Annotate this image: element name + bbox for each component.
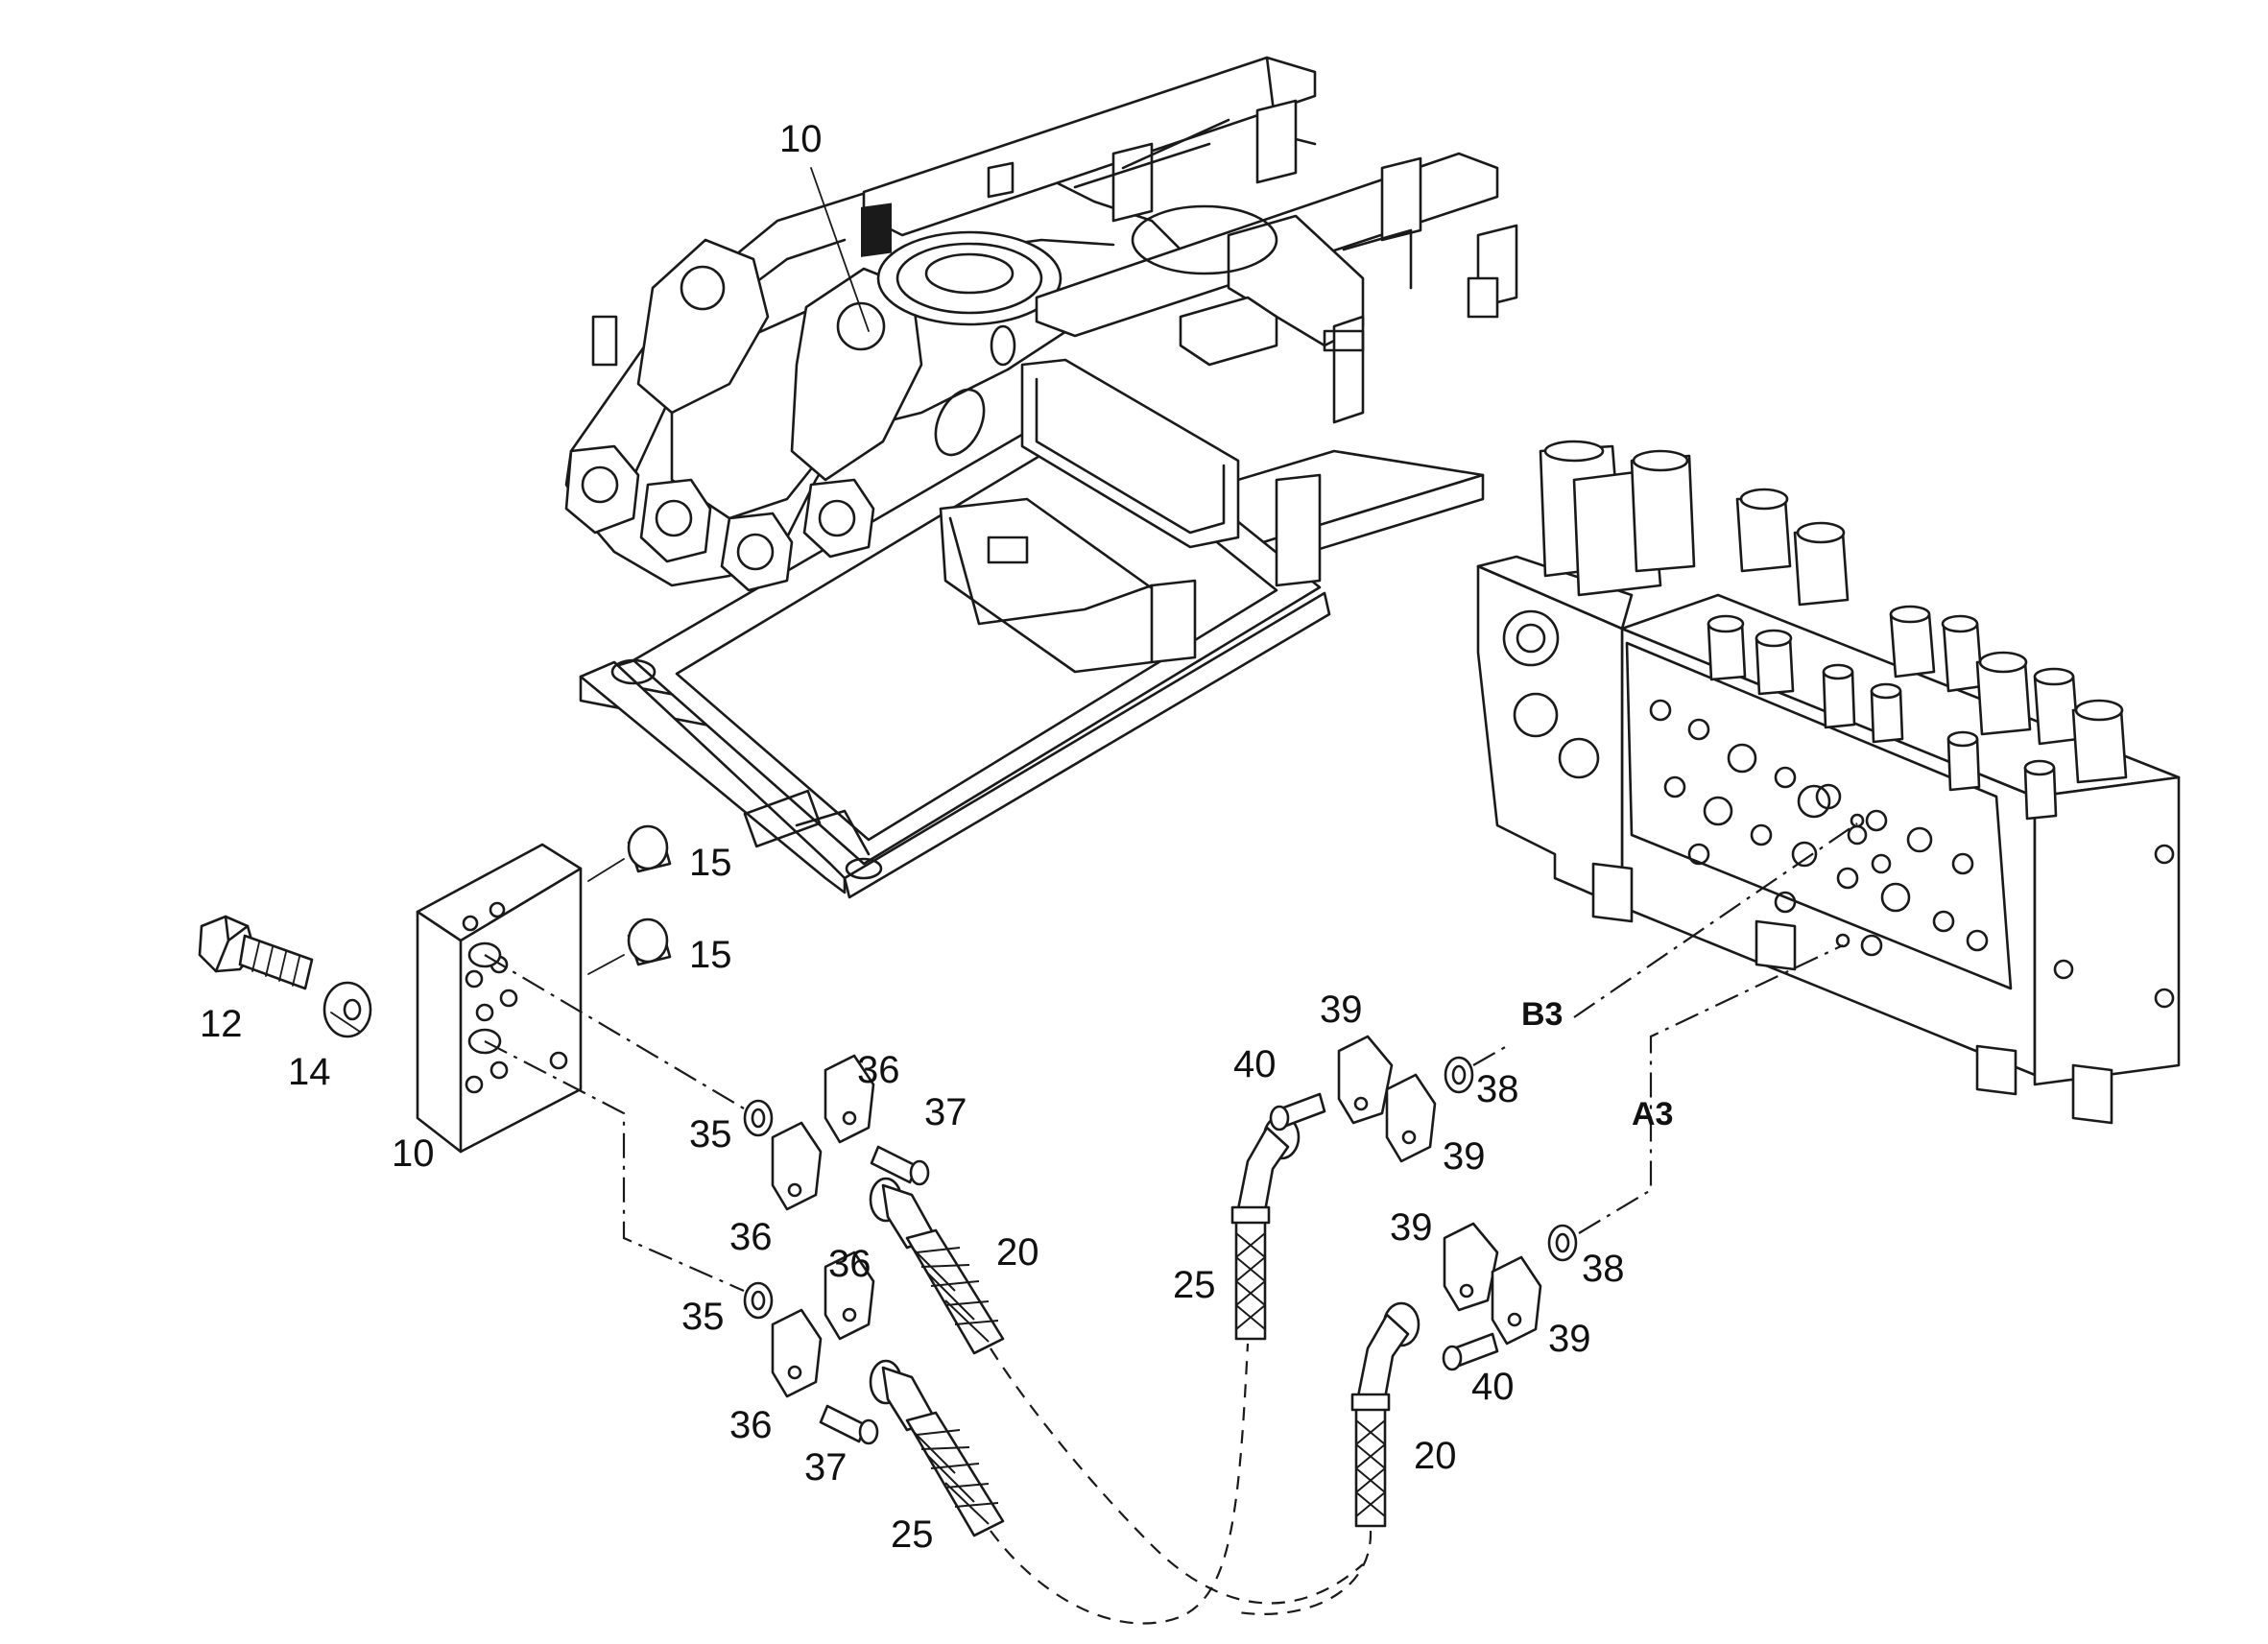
callout-15-b: 15 [689, 934, 732, 976]
assembly-lines [330, 167, 1858, 1293]
label-plate-marker [861, 203, 892, 257]
hose-20-right [1237, 1301, 1420, 1615]
callout-labels: 10 10 12 14 15 15 20 20 25 25 35 35 36 3… [200, 118, 1673, 1556]
callout-36-d: 36 [729, 1404, 773, 1446]
flange-halves-36 [771, 1054, 875, 1398]
callout-25-a: 25 [1173, 1264, 1216, 1306]
callout-36-c: 36 [828, 1243, 871, 1285]
callout-39-d: 39 [1548, 1318, 1591, 1360]
callout-10-block: 10 [392, 1132, 435, 1175]
hose-25-left [869, 1343, 1250, 1625]
callout-38-b: 38 [1582, 1248, 1625, 1290]
cap-screws-40 [1269, 1092, 1499, 1371]
hose-25-right [1230, 1114, 1301, 1341]
callout-12: 12 [200, 1003, 243, 1045]
callout-35-a: 35 [689, 1113, 732, 1156]
control-valve-block [1476, 440, 2181, 1125]
callout-15-a: 15 [689, 842, 732, 884]
flange-halves-39 [1337, 1035, 1542, 1346]
plugs [627, 824, 672, 966]
valve-cap-nuts [1707, 488, 2128, 821]
callout-39-b: 39 [1443, 1135, 1486, 1178]
callout-14: 14 [288, 1051, 331, 1093]
callout-40-a: 40 [1233, 1043, 1277, 1085]
callout-20-a: 20 [996, 1231, 1039, 1274]
mounting-block [416, 843, 583, 1154]
callout-39-c: 39 [1390, 1206, 1433, 1249]
cap-screws-37 [819, 1145, 930, 1445]
hex-bolt [198, 915, 314, 990]
callout-10-top: 10 [779, 118, 823, 160]
callout-40-b: 40 [1471, 1366, 1515, 1408]
washer [322, 981, 372, 1038]
o-rings-35 [743, 1099, 774, 1320]
port-label-a3: A3 [1632, 1096, 1673, 1132]
callout-38-a: 38 [1476, 1068, 1519, 1110]
callout-37-a: 37 [924, 1091, 967, 1133]
callout-39-a: 39 [1320, 989, 1363, 1031]
hose-20-left [869, 1177, 1364, 1605]
port-label-b3: B3 [1521, 996, 1563, 1033]
callout-37-b: 37 [804, 1446, 848, 1489]
callout-35-b: 35 [681, 1296, 725, 1338]
chassis-frame [564, 56, 1518, 899]
callout-36-b: 36 [729, 1216, 773, 1258]
callout-20-b: 20 [1414, 1435, 1457, 1477]
o-rings-38 [1444, 1056, 1578, 1262]
callout-36-a: 36 [857, 1049, 900, 1091]
callout-25-b: 25 [891, 1513, 934, 1556]
